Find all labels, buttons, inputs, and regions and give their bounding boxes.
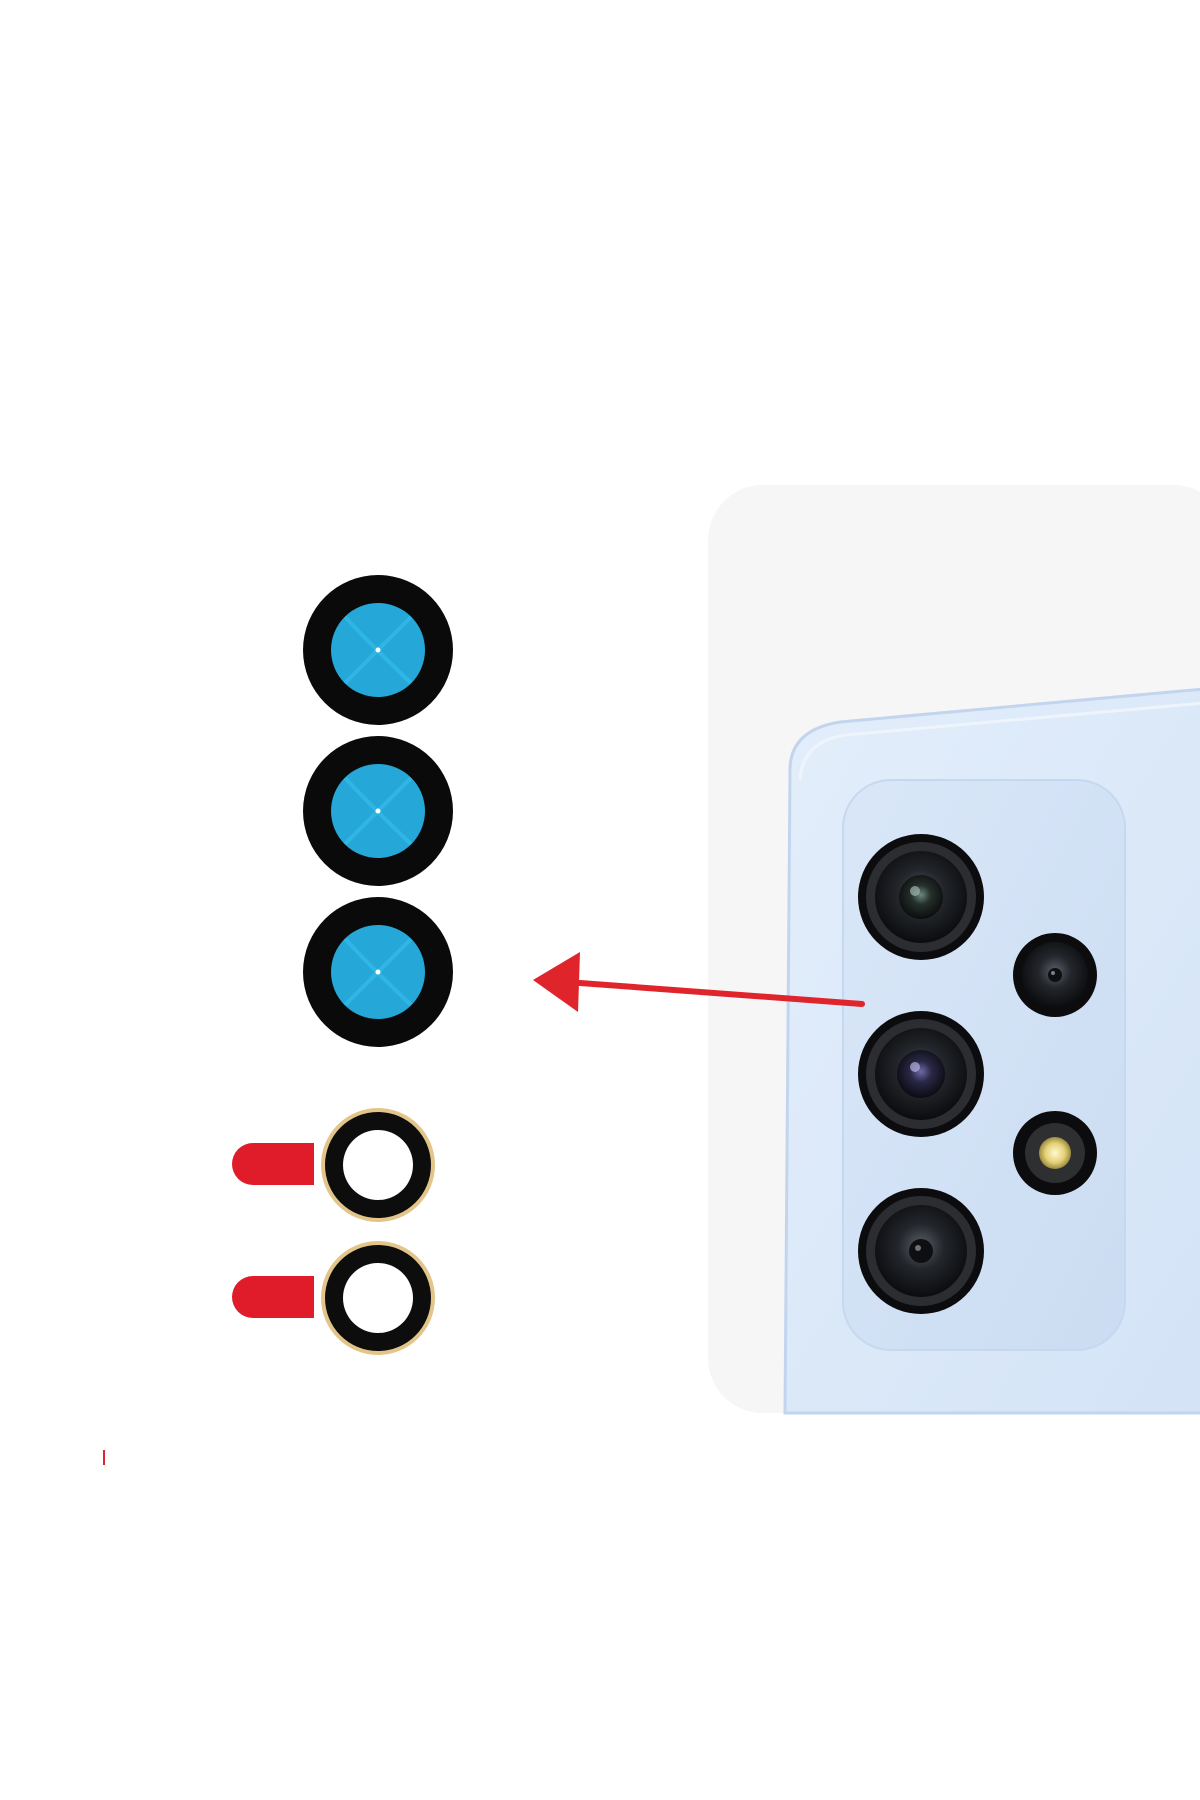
lens-cover-glass xyxy=(303,897,453,1047)
large-camera-lens xyxy=(858,1011,984,1137)
camera-flash xyxy=(1013,1111,1097,1195)
arrow-icon xyxy=(533,952,865,1012)
small-lens-ring xyxy=(232,1108,435,1222)
lens-cover-glass xyxy=(303,736,453,886)
small-lens-ring xyxy=(232,1241,435,1355)
large-camera-lens xyxy=(858,1188,984,1314)
lens-cover-glass xyxy=(303,575,453,725)
small-camera-lens xyxy=(1013,933,1097,1017)
large-camera-lens xyxy=(858,834,984,960)
